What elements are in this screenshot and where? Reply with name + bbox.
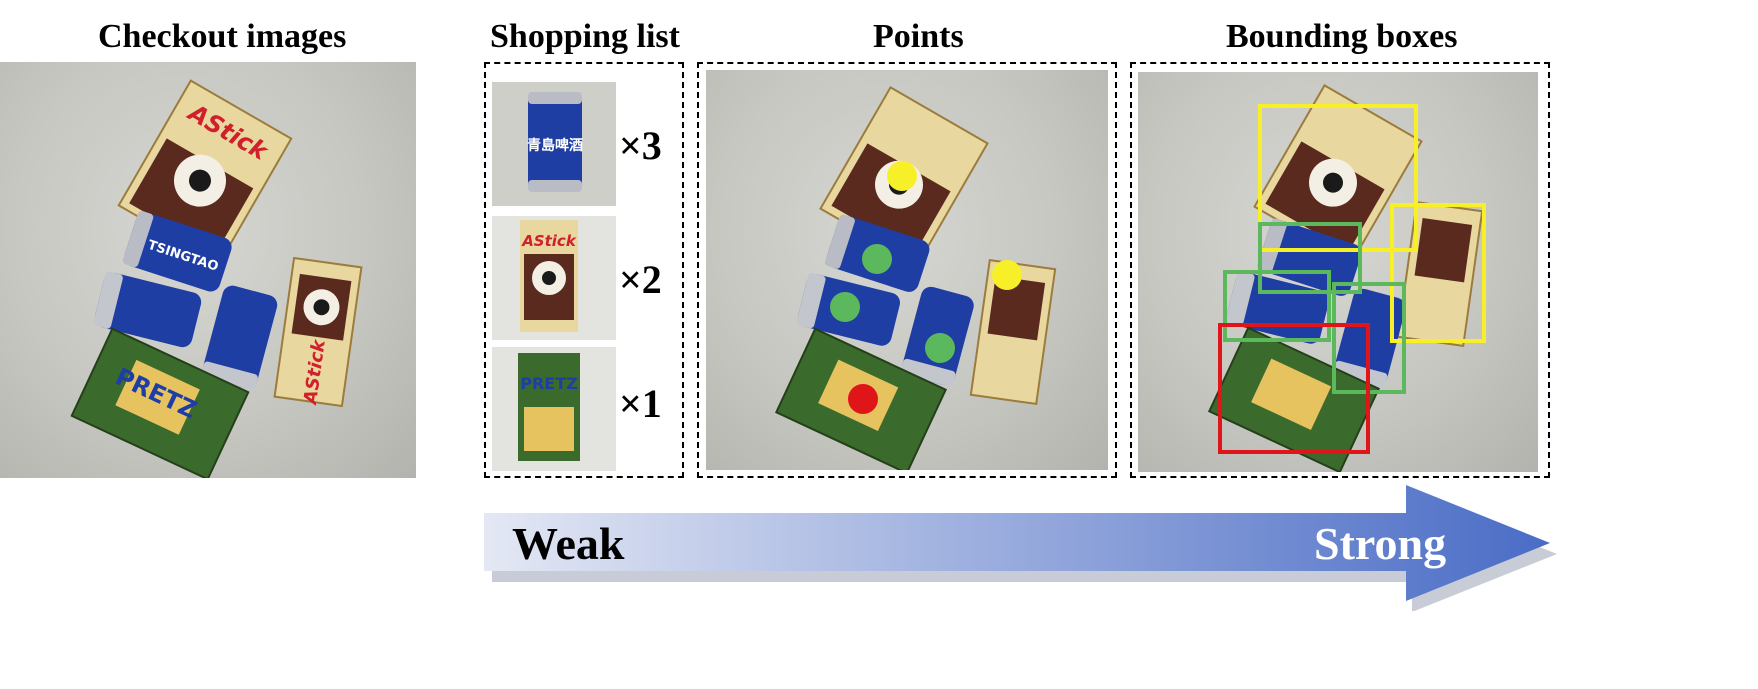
- shopping-list-panel: [484, 62, 684, 478]
- beer-can-2: [93, 271, 202, 348]
- bounding-boxes-image-scene: [1207, 84, 1486, 472]
- shopping-item-pretz: PRETZ: [492, 347, 616, 471]
- bounding-boxes-heading: Bounding boxes: [1226, 18, 1458, 55]
- beer-can-1: [1257, 218, 1362, 296]
- shopping-item-astick: AStick: [492, 216, 616, 340]
- points-panel: [697, 62, 1117, 478]
- strong-label: Strong: [1314, 518, 1447, 569]
- point-can-3: [925, 333, 955, 363]
- supervision-strength-arrow: [484, 485, 1557, 611]
- pretz-box: PRETZ: [70, 327, 250, 478]
- checkout-image-scene: AStick AStick TSINGTAO: [70, 79, 363, 478]
- quantity-astick: ×2: [619, 257, 662, 302]
- astick-box-2: AStick: [273, 256, 363, 407]
- astick-box-2: [969, 258, 1057, 406]
- beer-can-1: TSINGTAO: [122, 210, 232, 292]
- bounding-boxes-panel: [1130, 62, 1550, 478]
- astick-thumbnail: AStick: [492, 216, 616, 340]
- points-heading: Points: [873, 18, 964, 55]
- shopping-list-heading: Shopping list: [490, 18, 680, 55]
- astick-box-2: [1396, 200, 1484, 348]
- weak-label: Weak: [512, 518, 625, 569]
- point-astick-1: [887, 161, 917, 191]
- shopping-item-beer-can: 青島啤酒: [492, 82, 616, 206]
- checkout-images-heading: Checkout images: [98, 18, 347, 55]
- beer-can-3: [201, 285, 278, 390]
- quantity-beer-can: ×3: [619, 123, 662, 168]
- bounding-boxes-image: [1138, 72, 1538, 472]
- bbox-can-1: [1258, 222, 1362, 294]
- bbox-pretz: [1218, 323, 1370, 454]
- checkout-image: AStick AStick TSINGTAO: [0, 62, 416, 478]
- pretz-thumbnail: PRETZ: [492, 347, 616, 471]
- point-astick-2: [992, 260, 1022, 290]
- bbox-astick-2: [1390, 203, 1486, 343]
- point-can-2: [830, 292, 860, 322]
- beer-can-thumbnail: 青島啤酒: [492, 82, 616, 206]
- points-image-scene: [774, 86, 1057, 470]
- quantity-pretz: ×1: [619, 381, 662, 426]
- beer-cn-text: 青島啤酒: [527, 137, 583, 154]
- bbox-astick-1: [1258, 104, 1418, 252]
- bbox-can-2: [1223, 270, 1331, 342]
- pretz-box: [1207, 326, 1381, 472]
- astick-text: AStick: [521, 232, 577, 250]
- points-image: [706, 70, 1108, 470]
- point-pretz: [848, 384, 878, 414]
- pretz-text: PRETZ: [520, 374, 578, 393]
- point-can-1: [862, 244, 892, 274]
